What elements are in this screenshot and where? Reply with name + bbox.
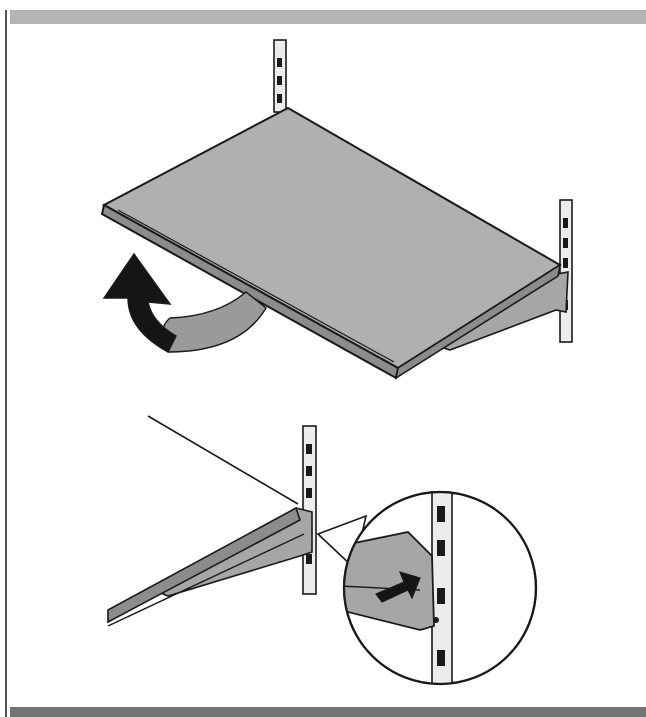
frame-left-rule — [5, 10, 7, 717]
footer-bar — [10, 707, 646, 717]
magnified-bracket-detail — [316, 490, 538, 686]
rear-upright — [273, 39, 287, 113]
header-bar — [10, 10, 646, 24]
step-2-push-shelf — [107, 415, 538, 686]
front-upright — [559, 199, 573, 343]
step-1-tilt-shelf — [100, 39, 573, 380]
detail-shelf-edge — [107, 506, 301, 624]
push-arrow-icon — [375, 571, 421, 603]
shelf-side-edge — [394, 263, 562, 380]
curved-up-arrow-icon — [102, 252, 267, 353]
detail-shelf-top — [108, 416, 304, 628]
